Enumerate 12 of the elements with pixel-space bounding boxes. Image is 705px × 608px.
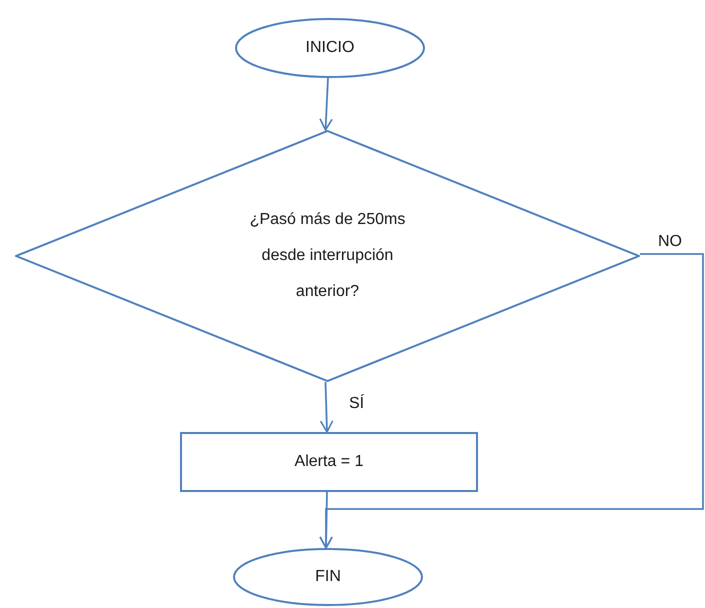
node-label: FIN (315, 567, 341, 587)
end-terminal (233, 548, 423, 606)
arrow (319, 78, 333, 131)
node-label: Alerta = 1 (294, 452, 364, 472)
process-box (180, 432, 478, 492)
arrow (319, 253, 704, 549)
node-label: ¿Pasó más de 250ms desde interrupción anterior? (248, 210, 406, 302)
arrow (319, 492, 333, 549)
start-terminal (235, 18, 425, 78)
decision-diamond (15, 130, 640, 382)
node-label: INICIO (306, 38, 354, 58)
arrow (320, 382, 334, 433)
